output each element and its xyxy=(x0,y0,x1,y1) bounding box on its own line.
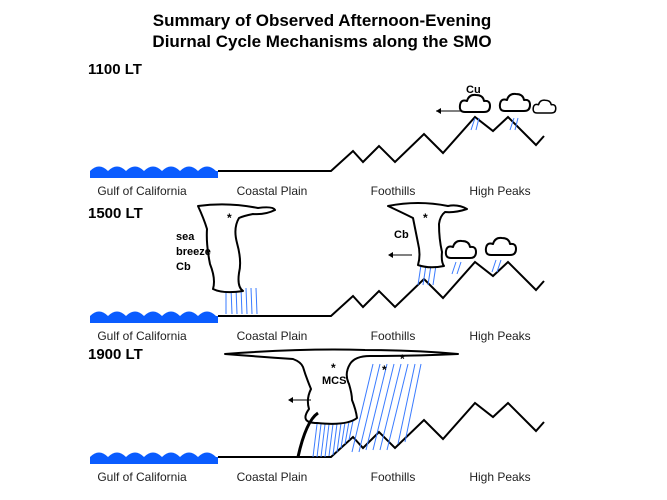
panel-1500: 1500 LT * sea breeze Cb * Cb Gulf of Cal… xyxy=(88,202,545,343)
cb-cloud xyxy=(387,202,468,269)
cloud-label-cu: Cu xyxy=(466,84,481,96)
region-label: High Peaks xyxy=(469,329,530,343)
svg-text:*: * xyxy=(382,363,387,377)
region-label: Foothills xyxy=(371,329,416,343)
region-label: Coastal Plain xyxy=(237,184,308,198)
svg-text:*: * xyxy=(331,361,336,375)
panel-1900: 1900 LT * * * MCS Gulf of California Coa… xyxy=(88,346,545,484)
cumulus-cloud xyxy=(532,99,557,114)
rain xyxy=(470,117,519,131)
cloud-label-mcs: MCS xyxy=(322,375,346,387)
terrain-profile xyxy=(89,116,545,179)
cloud-label: Cb xyxy=(394,229,409,241)
time-label: 1100 LT xyxy=(88,61,142,78)
cloud-label: Cb xyxy=(176,261,191,273)
time-label: 1500 LT xyxy=(88,205,143,222)
region-label: High Peaks xyxy=(469,184,530,198)
region-label: Gulf of California xyxy=(97,470,187,484)
svg-text:*: * xyxy=(400,352,405,366)
cumulus-cloud xyxy=(458,93,491,113)
cloud-label: breeze xyxy=(176,246,211,258)
terrain-profile xyxy=(89,261,545,324)
cumulus-cloud xyxy=(444,239,477,259)
mcs-cloud xyxy=(224,348,459,425)
region-label: Coastal Plain xyxy=(237,329,308,343)
rain xyxy=(225,259,502,315)
region-label: Gulf of California xyxy=(97,184,187,198)
panel-1100: 1100 LT Cu Gulf of California Coastal Pl… xyxy=(88,61,557,198)
region-label: Foothills xyxy=(371,470,416,484)
svg-text:*: * xyxy=(227,211,232,225)
region-label: Gulf of California xyxy=(97,329,187,343)
title-line-2: Diurnal Cycle Mechanisms along the SMO xyxy=(152,32,491,51)
region-label: Coastal Plain xyxy=(237,470,308,484)
cloud-label: sea xyxy=(176,231,195,243)
svg-text:*: * xyxy=(423,211,428,225)
cumulus-cloud xyxy=(484,236,517,256)
region-label: High Peaks xyxy=(469,470,530,484)
region-label: Foothills xyxy=(371,184,416,198)
cumulus-cloud xyxy=(498,92,531,112)
sea-breeze-cb-cloud xyxy=(197,203,276,294)
title-line-1: Summary of Observed Afternoon-Evening xyxy=(153,11,491,30)
gust-front xyxy=(296,411,319,458)
time-label: 1900 LT xyxy=(88,346,143,363)
